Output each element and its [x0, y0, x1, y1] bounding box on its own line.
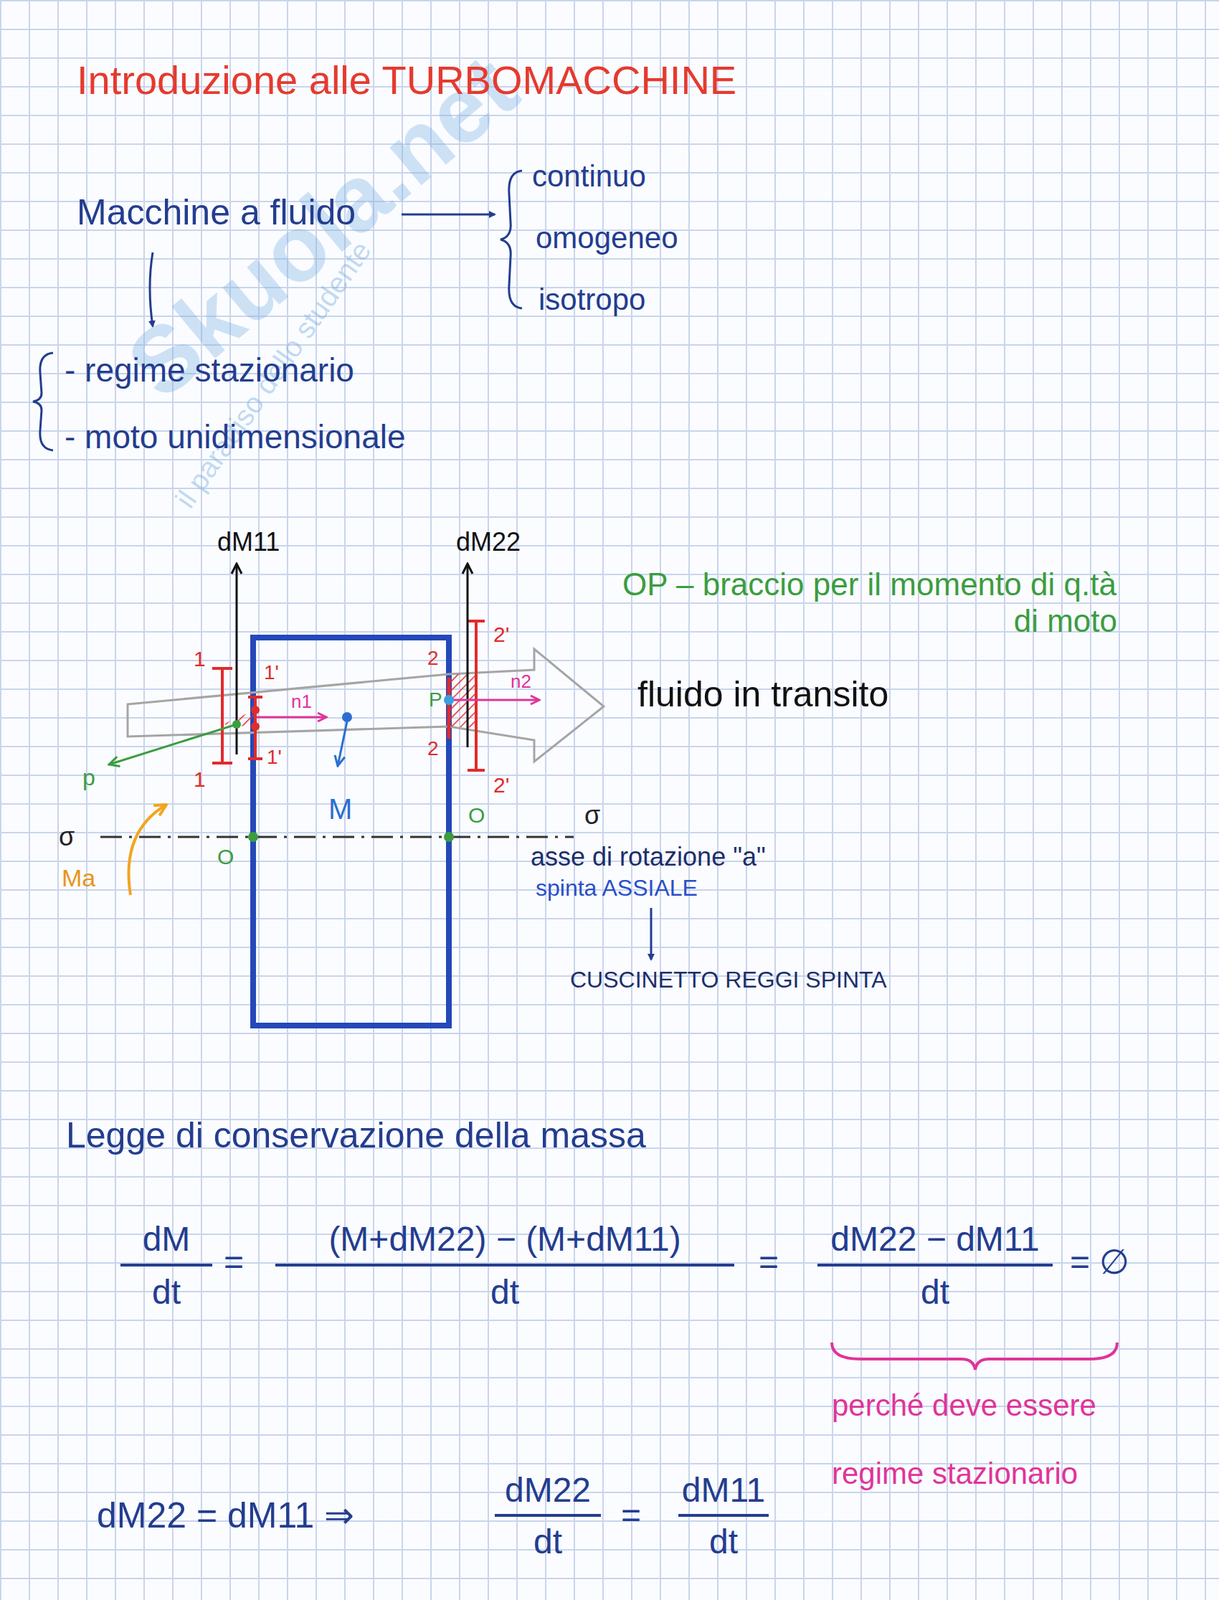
- torque-arrow: [128, 804, 167, 895]
- note-text: asse di rotazione "a": [530, 841, 766, 872]
- section-line: [467, 620, 485, 771]
- equation-sign: =: [223, 1241, 244, 1282]
- page-title: Introduzione alle TURBOMACCHINE: [76, 57, 737, 104]
- centre-of-mass: [342, 712, 353, 723]
- point: [443, 694, 454, 705]
- point: [250, 722, 260, 731]
- equation-term: dM: [142, 1219, 191, 1259]
- section-label: 1': [263, 661, 279, 685]
- equation-term: dM22 = dM11 ⇒: [96, 1495, 355, 1537]
- section-line: [248, 696, 263, 759]
- equation-sign: =: [620, 1495, 642, 1535]
- rotation-axis: [100, 836, 574, 839]
- arrow: [650, 907, 653, 960]
- section-heading: Legge di conservazione della massa: [65, 1115, 647, 1157]
- normal-vector: [450, 699, 540, 702]
- note-text: OP – braccio per il momento di q.tà di m…: [622, 566, 1118, 639]
- section-label: 2': [493, 622, 510, 648]
- axis-label: σ: [584, 800, 601, 830]
- section-line: [212, 668, 233, 763]
- weight-arrow: [337, 721, 348, 766]
- axis-label: σ: [58, 821, 75, 852]
- mass-arrow: [466, 563, 469, 748]
- note-text: - moto unidimensionale: [64, 418, 406, 457]
- note-text: - regime stazionario: [64, 351, 355, 390]
- point: [250, 705, 260, 715]
- fraction-bar: [275, 1263, 735, 1267]
- fraction-bar: [494, 1513, 601, 1517]
- machine-box: [253, 637, 449, 1026]
- note-text: CUSCINETTO REGGI SPINTA: [570, 966, 888, 994]
- note-text: omogeneo: [535, 220, 679, 256]
- section-label: 2: [427, 737, 439, 761]
- point: [443, 831, 454, 842]
- section-label: 2: [427, 646, 439, 670]
- section-line: [447, 677, 452, 739]
- normal-vector: [256, 716, 327, 719]
- fraction-bar: [678, 1513, 769, 1517]
- torque-label: Ma: [61, 864, 96, 893]
- vector-label: n2: [510, 671, 532, 693]
- equation-term: dM11: [681, 1469, 766, 1510]
- point-label: p: [82, 764, 96, 791]
- point: [232, 719, 241, 729]
- point: [248, 831, 259, 842]
- equation-term: dM22 − dM11: [830, 1219, 1040, 1259]
- fraction-bar: [120, 1263, 213, 1267]
- mass-label: dM22: [456, 527, 521, 557]
- point-label: P: [428, 688, 443, 712]
- point-label: O: [468, 803, 485, 829]
- note-text: continuo: [532, 159, 647, 194]
- mass-label: M: [328, 792, 353, 826]
- equation-term: (M+dM22) − (M+dM11): [328, 1219, 681, 1259]
- note-text: Macchine a fluido: [76, 192, 356, 234]
- equation-term: dM22: [504, 1469, 591, 1510]
- brace: [831, 1342, 1118, 1370]
- section-label: 2': [493, 772, 510, 799]
- brace: [500, 170, 523, 309]
- equation-sign: =: [758, 1241, 779, 1282]
- equation-term: dt: [533, 1521, 563, 1562]
- section-label: 1: [193, 646, 206, 672]
- note-text: fluido in transito: [637, 674, 889, 716]
- fraction-bar: [817, 1263, 1053, 1267]
- equation-term: dt: [920, 1272, 950, 1312]
- equation-term: dt: [152, 1272, 181, 1312]
- brace: [32, 352, 54, 451]
- mass-label: dM11: [217, 527, 280, 557]
- lever-arm: [108, 724, 237, 765]
- section-label: 1: [193, 767, 206, 793]
- equation-term: = ∅: [1069, 1241, 1130, 1282]
- equation-term: dt: [490, 1272, 520, 1312]
- note-text: perché deve essere regime stazionario: [831, 1371, 1141, 1508]
- section-label: 1': [266, 745, 282, 769]
- note-text: spinta ASSIALE: [535, 874, 698, 902]
- vector-label: n1: [291, 691, 312, 713]
- note-text: isotropo: [538, 282, 646, 317]
- equation-term: dt: [709, 1521, 738, 1562]
- point-label: O: [217, 844, 234, 870]
